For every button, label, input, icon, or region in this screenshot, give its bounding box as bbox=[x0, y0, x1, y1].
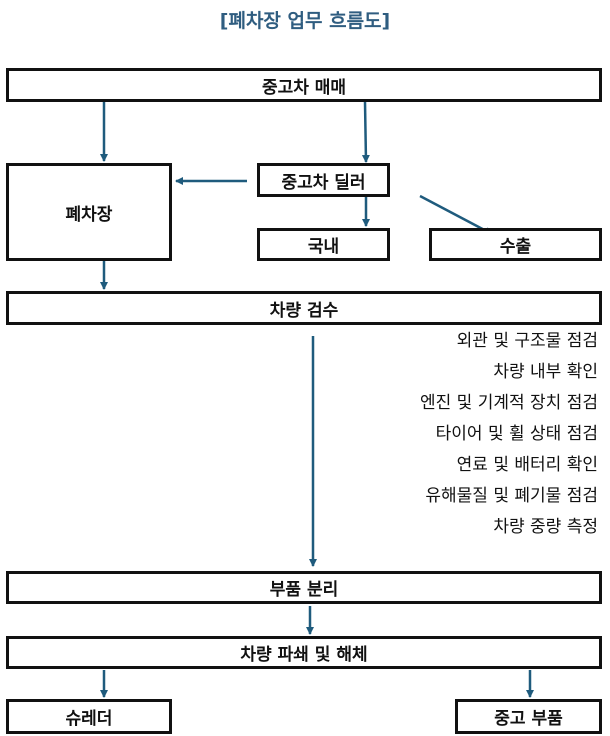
box-label: 중고 부품 bbox=[494, 709, 563, 729]
inspection-item: 연료 및 배터리 확인 bbox=[456, 455, 598, 475]
box-label: 폐차장 bbox=[65, 204, 113, 225]
box-shredder: 슈레더 bbox=[6, 699, 172, 734]
inspection-item: 외관 및 구조물 점검 bbox=[456, 331, 598, 351]
inspection-item: 유해물질 및 폐기물 점검 bbox=[425, 486, 598, 506]
box-used-car-dealer: 중고차 딜러 bbox=[257, 163, 390, 197]
box-label: 슈레더 bbox=[65, 709, 113, 729]
inspection-item: 엔진 및 기계적 장치 점검 bbox=[419, 393, 598, 413]
box-parts-separation: 부품 분리 bbox=[6, 571, 602, 604]
box-label: 차량 검수 bbox=[269, 300, 339, 321]
inspection-item: 차량 중량 측정 bbox=[493, 517, 598, 537]
box-label: 중고차 딜러 bbox=[281, 172, 366, 193]
box-used-car-trade: 중고차 매매 bbox=[6, 68, 602, 102]
box-label: 중고차 매매 bbox=[261, 77, 347, 98]
box-export: 수출 bbox=[429, 228, 602, 261]
box-domestic: 국내 bbox=[257, 228, 390, 261]
box-label: 부품 분리 bbox=[269, 580, 339, 600]
arrow-trade-to-dealer bbox=[361, 101, 370, 163]
box-scrapyard: 폐차장 bbox=[6, 163, 172, 261]
box-label: 수출 bbox=[499, 237, 532, 257]
box-vehicle-inspection: 차량 검수 bbox=[6, 291, 602, 325]
box-label: 국내 bbox=[307, 237, 340, 257]
inspection-item: 차량 내부 확인 bbox=[493, 362, 598, 382]
box-used-parts: 중고 부품 bbox=[455, 699, 602, 734]
inspection-items-list: 외관 및 구조물 점검 차량 내부 확인 엔진 및 기계적 장치 점검 타이어 … bbox=[420, 326, 598, 543]
arrow-dealer-to-export bbox=[419, 194, 493, 236]
box-crush-dismantle: 차량 파쇄 및 해체 bbox=[6, 636, 602, 669]
diagram-title: [폐차장 업무 흐름도] bbox=[219, 10, 391, 32]
box-label: 차량 파쇄 및 해체 bbox=[240, 645, 368, 665]
inspection-item: 타이어 및 휠 상태 점검 bbox=[435, 424, 598, 444]
